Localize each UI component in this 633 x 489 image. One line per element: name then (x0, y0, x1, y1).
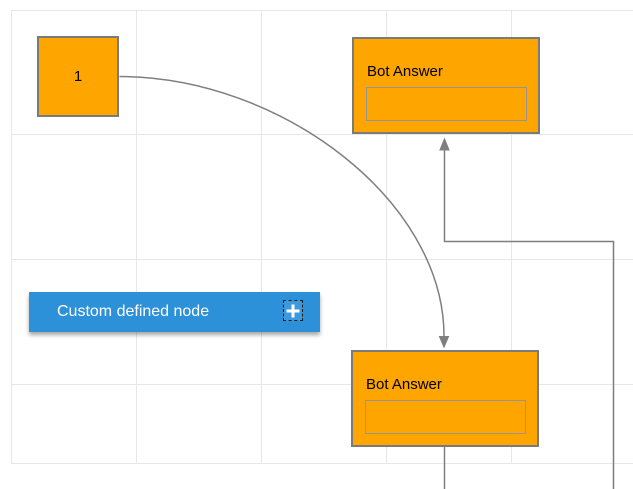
node-title: Bot Answer (366, 376, 442, 393)
plus-icon[interactable] (283, 300, 303, 321)
orthogonal-connector[interactable] (439, 137, 615, 489)
curve-connector-path[interactable] (119, 75, 445, 337)
arrowhead-up-icon (439, 137, 450, 151)
arrowhead-down-icon (438, 336, 450, 349)
node-start-label: 1 (73, 68, 83, 85)
node-text-box[interactable] (365, 400, 526, 434)
node-bot-answer-top[interactable]: Bot Answer (352, 37, 540, 134)
node-custom-label: Custom defined node (57, 303, 210, 320)
node-text-box[interactable] (366, 87, 527, 121)
node-bot-answer-bottom[interactable]: Bot Answer (351, 350, 539, 447)
curve-connector[interactable] (119, 75, 450, 349)
node-custom-defined[interactable]: Custom defined node (29, 292, 320, 332)
node-title: Bot Answer (367, 63, 443, 80)
node-start[interactable]: 1 (37, 36, 119, 117)
orthogonal-connector-path[interactable] (443, 150, 615, 489)
